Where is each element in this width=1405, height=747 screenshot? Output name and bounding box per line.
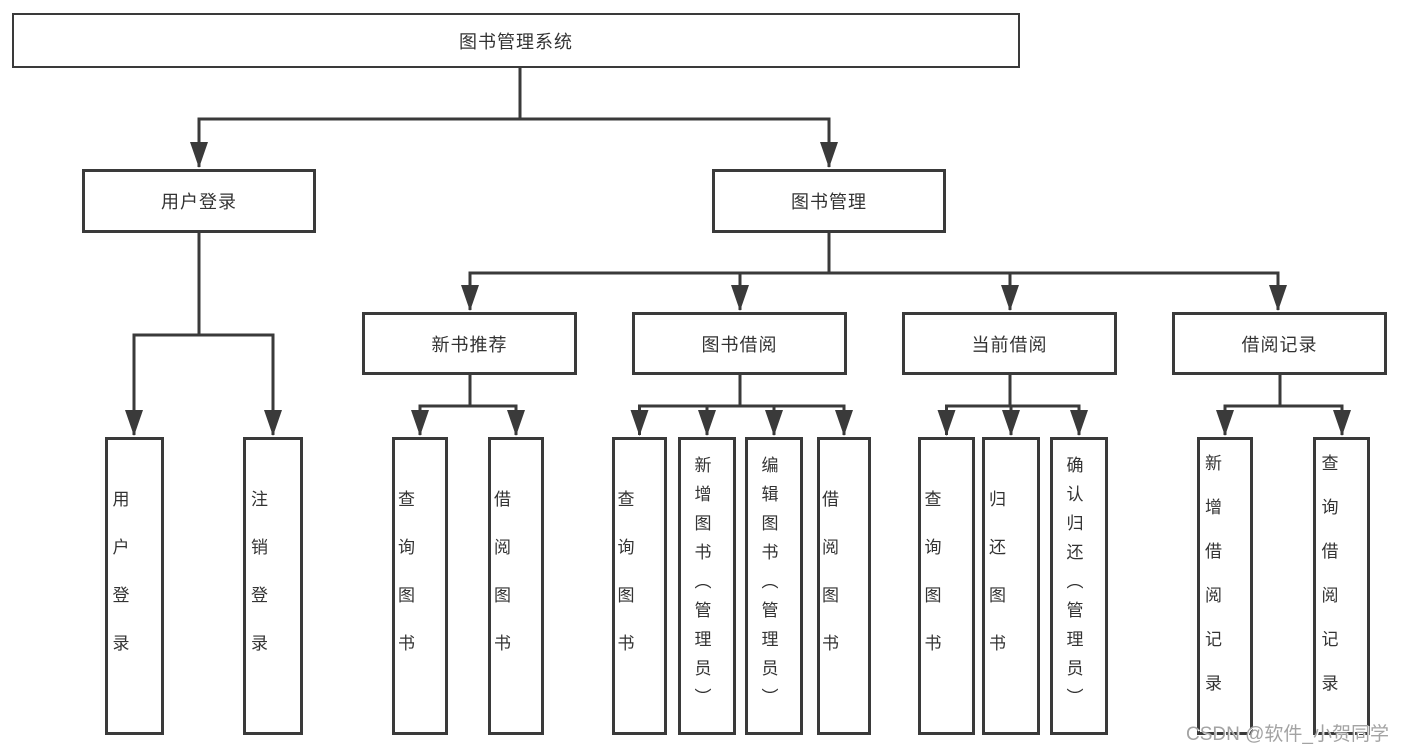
node-label: 查询借阅记录 [1318,454,1338,718]
node-label: 新增图书（管理员） [691,455,711,717]
node-label: 注销登录 [248,490,267,682]
leaf-borrow-books-2: 借阅图书 [817,437,871,735]
node-label: 新增借阅记录 [1202,454,1221,718]
node-label: 编辑图书（管理员） [758,455,778,717]
leaf-add-borrow-record: 新增借阅记录 [1197,437,1253,735]
node-user-login: 用户登录 [82,169,316,233]
leaf-borrow-books-1: 借阅图书 [488,437,544,735]
leaf-edit-books-admin: 编辑图书（管理员） [745,437,803,735]
node-label: 图书管理系统 [459,31,573,52]
node-label: 借阅图书 [491,490,510,682]
trunk-book-borrowing [638,375,846,408]
leaf-user-login: 用户登录 [105,437,164,735]
node-label: 查询图书 [395,490,414,682]
node-label: 图书借阅 [701,334,778,355]
node-label: 查询图书 [921,490,941,682]
trunk-user-login [132,233,275,337]
node-label: 当前借阅 [971,334,1048,355]
node-label: 确认归还（管理员） [1063,455,1083,717]
leaf-query-books-3: 查询图书 [918,437,975,735]
node-library-management-system: 图书管理系统 [12,13,1020,68]
leaf-return-books: 归还图书 [982,437,1040,735]
node-label: 查询图书 [614,490,634,682]
leaf-add-books-admin: 新增图书（管理员） [678,437,736,735]
leaf-query-borrow-record: 查询借阅记录 [1313,437,1370,735]
node-borrowing-records: 借阅记录 [1172,312,1387,375]
trunk-borrowing-records [1223,375,1344,408]
watermark: CSDN @软件_小贺同学 [1186,724,1389,745]
node-label: 用户登录 [109,490,129,682]
node-book-management: 图书管理 [712,169,946,233]
leaf-query-books-1: 查询图书 [392,437,448,735]
node-book-borrowing: 图书借阅 [632,312,847,375]
node-current-borrowing: 当前借阅 [902,312,1117,375]
trunk-new-book-recommendation [418,375,518,408]
node-label: 借阅记录 [1241,334,1318,355]
trunk-current-borrowing [945,375,1081,408]
leaf-logout: 注销登录 [243,437,303,735]
node-label: 归还图书 [986,490,1005,682]
node-label: 图书管理 [791,192,867,212]
node-new-book-recommendation: 新书推荐 [362,312,577,375]
node-label: 新书推荐 [431,334,508,355]
trunk-book-management [468,233,1280,275]
node-label: 用户登录 [161,192,237,212]
node-label: 借阅图书 [819,490,838,682]
trunk-root [197,68,831,121]
leaf-query-books-2: 查询图书 [612,437,667,735]
leaf-confirm-return-admin: 确认归还（管理员） [1050,437,1108,735]
